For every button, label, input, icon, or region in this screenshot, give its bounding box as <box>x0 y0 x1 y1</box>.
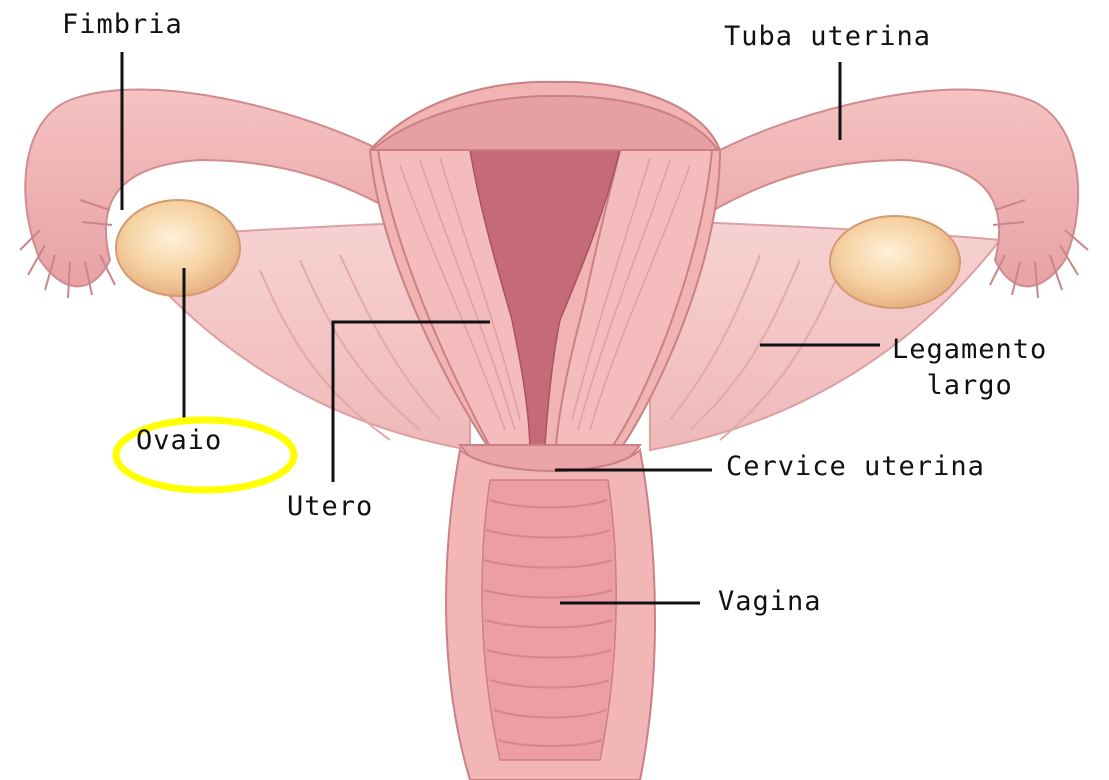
label-tuba-uterina: Tuba uterina <box>724 22 931 52</box>
label-cervice-uterina: Cervice uterina <box>726 452 985 482</box>
label-utero: Utero <box>287 492 373 522</box>
label-fimbria: Fimbria <box>62 10 183 40</box>
label-legamento-largo: Legamento largo <box>892 332 1047 404</box>
label-legamento-line2: largo <box>892 368 1047 404</box>
ovary-left <box>116 200 240 296</box>
label-legamento-line1: Legamento <box>892 332 1047 368</box>
label-ovaio: Ovaio <box>136 426 222 456</box>
label-vagina: Vagina <box>718 587 822 617</box>
ovary-right <box>830 216 960 308</box>
